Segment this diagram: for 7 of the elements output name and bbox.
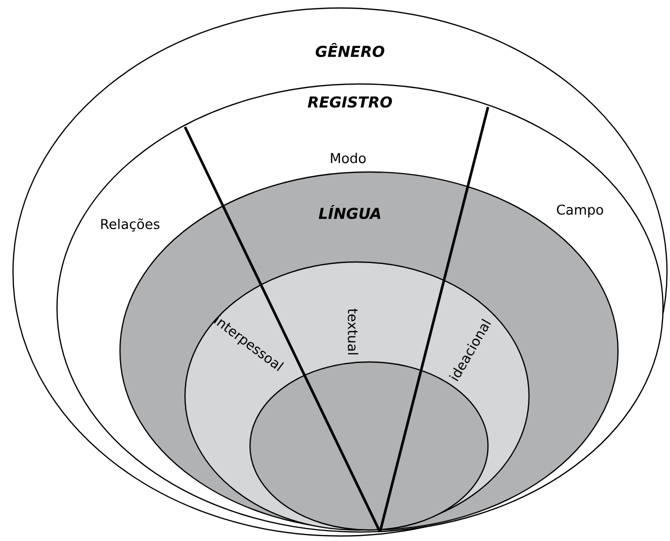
heading: GÊNERO — [316, 42, 384, 58]
band-label: Relações — [101, 218, 160, 232]
heading: REGISTRO — [308, 96, 392, 108]
band-label: textual — [348, 308, 358, 354]
band-label: Campo — [556, 204, 604, 218]
heading: LÍNGUA — [318, 204, 380, 220]
band-label: Modo — [330, 152, 366, 164]
